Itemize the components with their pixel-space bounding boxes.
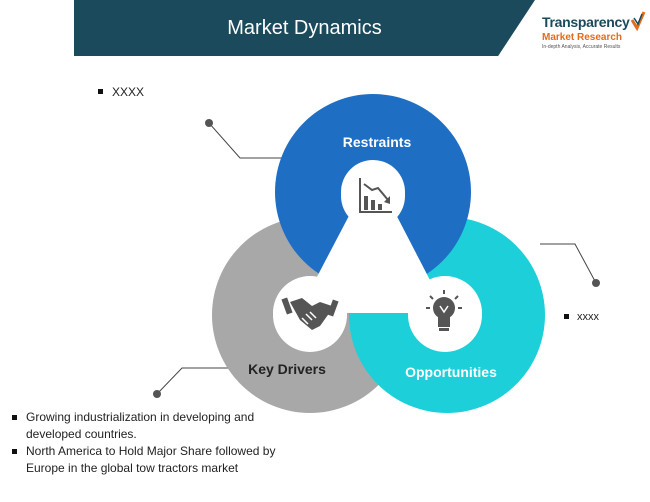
restraints-segment xyxy=(275,94,471,290)
handshake-icon xyxy=(281,297,339,330)
opportunities-connector xyxy=(540,243,597,284)
lightbulb-icon xyxy=(426,290,462,331)
restraints-note-bullet xyxy=(98,89,103,94)
logo-tagline: In-depth Analysis, Accurate Results xyxy=(542,44,621,50)
logo-line2: Market Research xyxy=(542,32,623,43)
logo-line1: Transparency xyxy=(542,14,630,30)
restraints-label: Restraints xyxy=(343,134,412,150)
center-triangle xyxy=(298,170,447,313)
key-drivers-notes: Growing industrialization in developing … xyxy=(10,409,280,477)
opportunities-note: xxxx xyxy=(577,311,599,323)
restraints-icon-circle xyxy=(341,164,405,228)
restraints-connector xyxy=(208,122,282,159)
logo-check-icon xyxy=(630,11,646,32)
restraints-note: XXXX xyxy=(112,85,145,99)
key-drivers-note-item: Growing industrialization in developing … xyxy=(10,409,280,443)
key-drivers-label: Key Drivers xyxy=(248,361,326,377)
opportunities-connector-dot xyxy=(592,279,600,287)
key-drivers-connector-dot xyxy=(153,390,161,398)
opportunities-note-bullet xyxy=(564,314,569,319)
opportunities-label: Opportunities xyxy=(405,364,497,380)
page-title: Market Dynamics xyxy=(227,16,382,39)
declining-chart-icon xyxy=(359,178,392,213)
key-drivers-note-item: North America to Hold Major Share follow… xyxy=(10,443,280,477)
title-banner: Market Dynamics xyxy=(74,0,535,56)
key-drivers-connector xyxy=(156,367,240,395)
restraints-connector-dot xyxy=(205,119,213,127)
logo: Transparency Market Research In-depth An… xyxy=(538,10,648,54)
